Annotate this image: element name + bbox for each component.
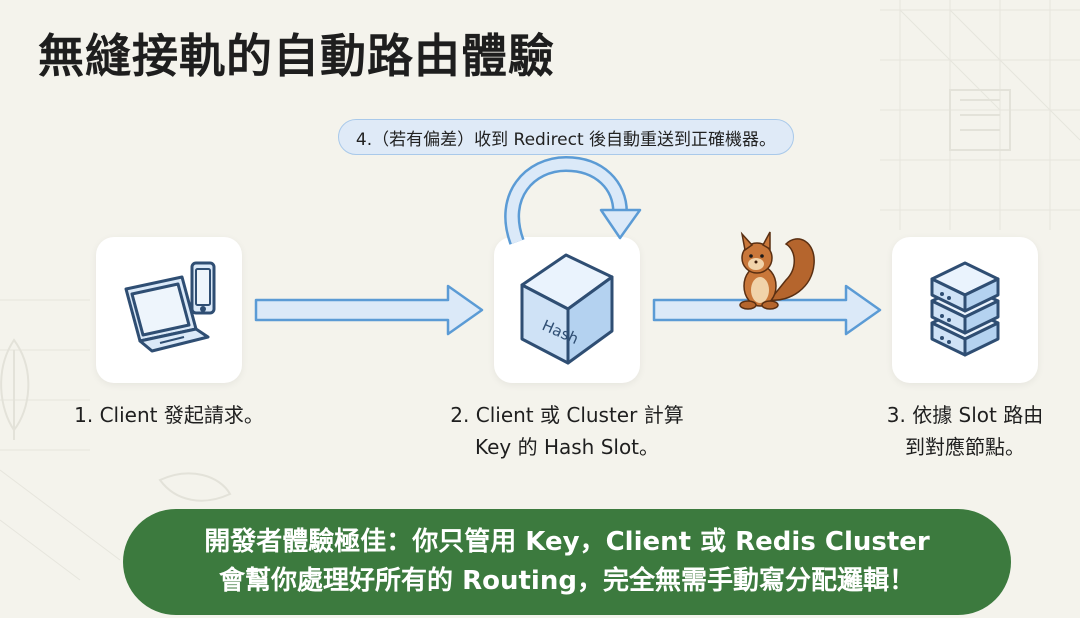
hash-card: Hash: [494, 237, 640, 383]
step-3-line-2: 到對應節點。: [905, 435, 1025, 459]
summary-line-1: 開發者體驗極佳：你只管用 Key，Client 或 Redis Cluster: [204, 527, 930, 557]
step-3-line-1: 3. 依據 Slot 路由: [886, 403, 1044, 427]
server-card: [892, 237, 1038, 383]
step-2-line-2: Key 的 Hash Slot。: [474, 435, 660, 459]
step-2-line-1: 2. Client 或 Cluster 計算: [450, 403, 684, 427]
step-3-label: 3. 依據 Slot 路由 到對應節點。: [855, 399, 1075, 463]
server-stack-icon: [930, 261, 1000, 357]
step-1-line-1: 1. Client 發起請求。: [74, 403, 264, 427]
redirect-note-text: 4.（若有偏差）收到 Redirect 後自動重送到正確機器。: [355, 129, 777, 150]
redirect-note: 4.（若有偏差）收到 Redirect 後自動重送到正確機器。: [338, 119, 794, 155]
summary-line-2: 會幫你處理好所有的 Routing，完全無需手動寫分配邏輯！: [219, 566, 915, 596]
page-title: 無縫接軌的自動路由體驗: [38, 29, 555, 83]
step-1-label: 1. Client 發起請求。: [39, 399, 299, 431]
client-card: [96, 237, 242, 383]
summary-banner: 開發者體驗極佳：你只管用 Key，Client 或 Redis Cluster …: [123, 509, 1011, 615]
step-2-label: 2. Client 或 Cluster 計算 Key 的 Hash Slot。: [422, 399, 712, 463]
hash-cube-icon: Hash: [520, 253, 614, 365]
laptop-phone-icon: [124, 261, 216, 353]
